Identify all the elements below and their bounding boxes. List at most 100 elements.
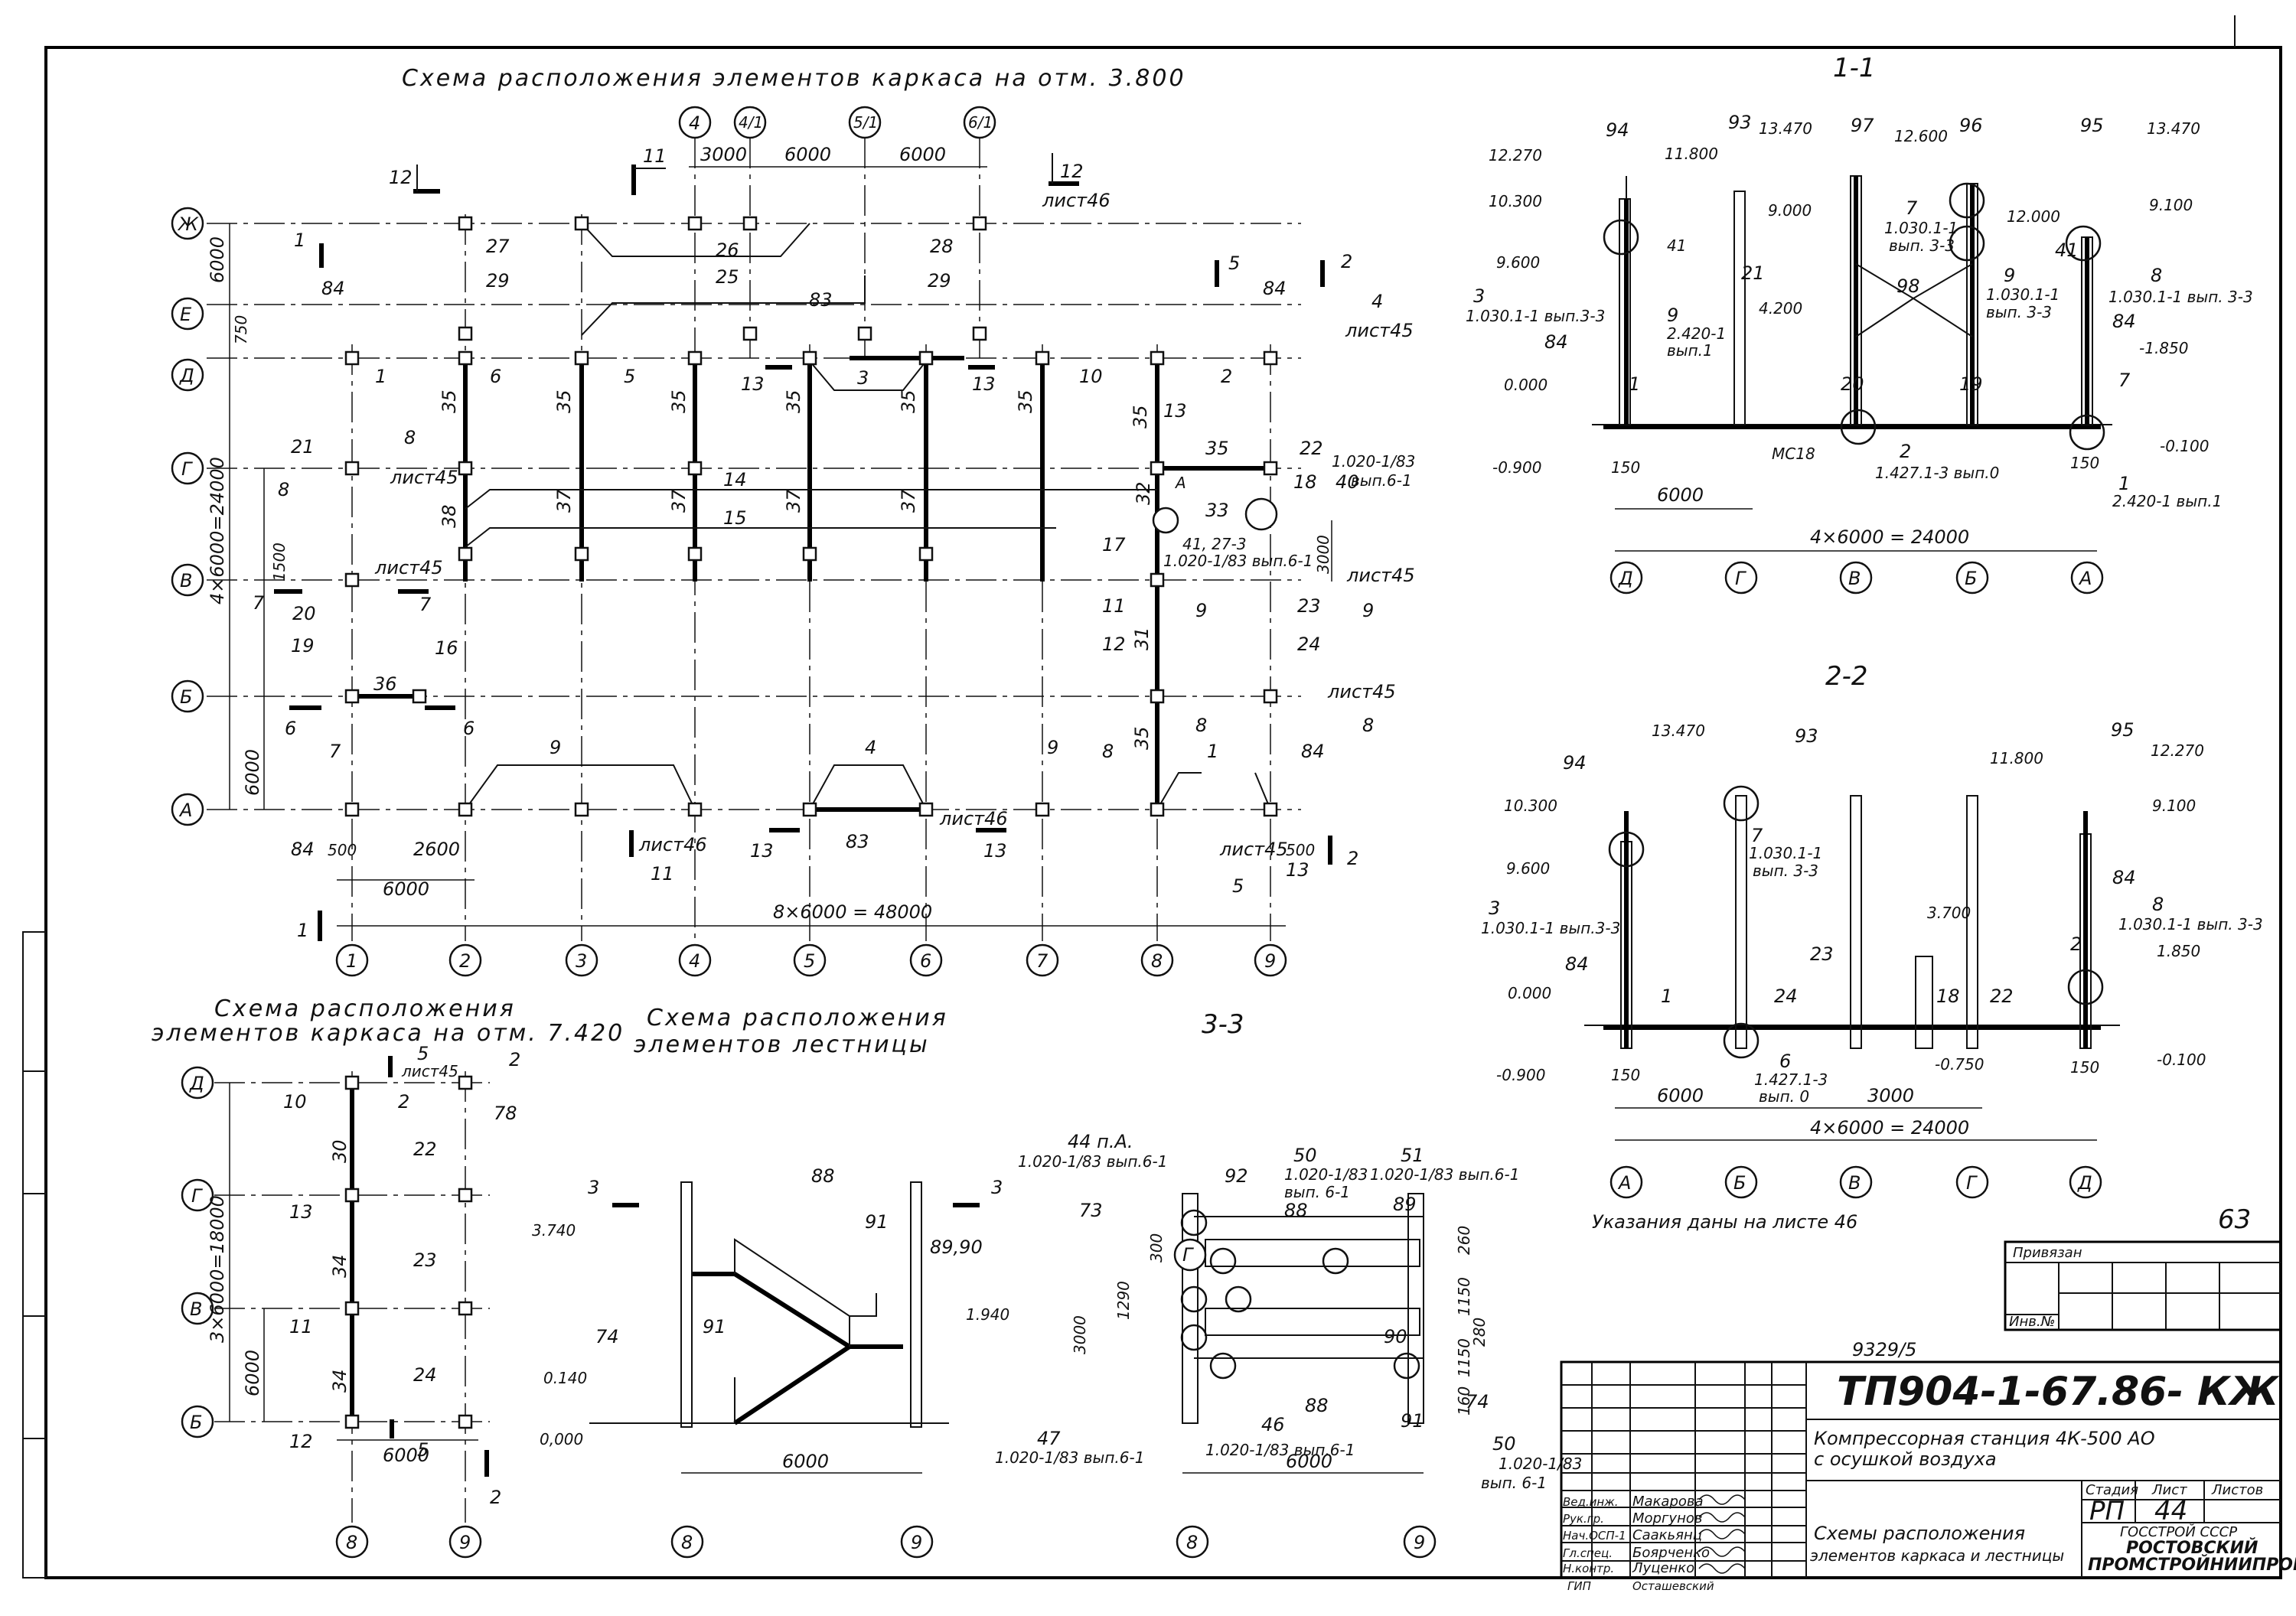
svg-text:41: 41: [1667, 236, 1686, 255]
svg-text:Г: Г: [1966, 1172, 1978, 1194]
svg-text:лист45: лист45: [1219, 839, 1288, 860]
svg-text:1: 1: [1629, 373, 1640, 395]
svg-text:94: 94: [1563, 752, 1587, 774]
svg-text:9: 9: [1414, 1532, 1425, 1553]
svg-text:1.020-1/83: 1.020-1/83: [1332, 452, 1415, 471]
svg-text:8: 8: [1151, 950, 1163, 972]
sheet-title-l2: элементов каркаса и лестницы: [1810, 1546, 2064, 1565]
svg-text:7: 7: [1906, 197, 1918, 219]
svg-text:элементов каркаса на отм. 7.42: элементов каркаса на отм. 7.420: [152, 1020, 625, 1047]
svg-text:21: 21: [291, 436, 315, 458]
svg-text:23: 23: [413, 1249, 437, 1271]
svg-text:Г: Г: [191, 1185, 203, 1207]
project-name-l1: Компрессорная станция 4К-500 АО: [1814, 1428, 2155, 1449]
svg-text:46: 46: [1261, 1414, 1285, 1435]
svg-text:16: 16: [435, 637, 458, 659]
svg-text:150: 150: [2070, 454, 2099, 472]
svg-text:6000: 6000: [1657, 1085, 1704, 1106]
svg-text:1.020-1/83: 1.020-1/83: [1499, 1455, 1582, 1473]
svg-text:14: 14: [723, 469, 747, 490]
svg-text:160: 160: [1455, 1386, 1473, 1416]
svg-text:3: 3: [1489, 898, 1500, 919]
svg-text:13.470: 13.470: [2147, 119, 2200, 138]
svg-text:3: 3: [576, 950, 587, 972]
svg-text:-1.850: -1.850: [2139, 339, 2188, 357]
svg-text:1.030.1-1 вып. 3-3: 1.030.1-1 вып. 3-3: [2118, 915, 2263, 933]
svg-text:35: 35: [898, 389, 919, 413]
svg-text:1.030.1-1: 1.030.1-1: [1749, 844, 1822, 862]
svg-text:Моргунов: Моргунов: [1632, 1510, 1702, 1526]
svg-text:11: 11: [1102, 595, 1126, 617]
svg-text:6000: 6000: [242, 749, 263, 796]
svg-text:35: 35: [1205, 438, 1229, 459]
svg-text:В: В: [1848, 1172, 1861, 1194]
page-mark: 63: [2218, 1204, 2251, 1235]
svg-text:33: 33: [1205, 500, 1229, 521]
svg-text:22: 22: [1990, 986, 2014, 1007]
svg-text:12: 12: [389, 167, 413, 188]
svg-text:1.030.1-1 вып.3-3: 1.030.1-1 вып.3-3: [1466, 307, 1605, 325]
svg-text:-0.100: -0.100: [2160, 437, 2209, 455]
svg-text:7: 7: [253, 592, 265, 614]
svg-text:Осташевский: Осташевский: [1632, 1579, 1714, 1593]
org-l3: ПРОМСТРОЙНИИПРОЕКТ: [2088, 1555, 2296, 1575]
svg-text:92: 92: [1225, 1165, 1248, 1187]
svg-text:3000: 3000: [1867, 1085, 1914, 1106]
svg-text:2600: 2600: [413, 839, 460, 860]
svg-text:6000: 6000: [383, 1445, 429, 1466]
svg-text:260: 260: [1455, 1226, 1473, 1255]
sheet-value: 44: [2154, 1496, 2187, 1526]
svg-text:3: 3: [588, 1177, 599, 1198]
svg-text:35: 35: [668, 389, 690, 413]
svg-text:лист45: лист45: [390, 467, 458, 488]
svg-text:8: 8: [278, 479, 289, 500]
svg-text:88: 88: [1284, 1200, 1308, 1221]
svg-text:лист45: лист45: [1346, 565, 1415, 586]
binding-strip: [22, 931, 47, 1579]
svg-text:1150: 1150: [1455, 1338, 1473, 1377]
svg-text:5/1: 5/1: [853, 113, 878, 132]
plan-y-axes: Ж Е Д Г В Б А: [171, 207, 204, 826]
main-plan: Схема расположения элементов каркаса на …: [171, 65, 1415, 977]
svg-text:74: 74: [1466, 1391, 1489, 1412]
svg-text:лист46: лист46: [1042, 190, 1110, 211]
svg-text:лист45: лист45: [401, 1062, 458, 1080]
svg-text:7: 7: [329, 741, 341, 762]
svg-text:9: 9: [550, 737, 561, 758]
svg-text:В: В: [190, 1298, 202, 1320]
plan-cut-marks: 12 11 12 лист46 5 2 4 лист45 1 8 8 лист4…: [253, 145, 1415, 941]
svg-text:1.030.1-1 вып.3-3: 1.030.1-1 вып.3-3: [1481, 919, 1620, 937]
svg-text:2: 2: [509, 1049, 520, 1070]
svg-text:7: 7: [419, 594, 432, 615]
svg-text:88: 88: [1305, 1395, 1329, 1416]
section-2-2-title: 2-2: [1825, 661, 1868, 692]
svg-text:Б: Б: [1965, 568, 1977, 589]
svg-text:3: 3: [991, 1177, 1003, 1198]
svg-text:23: 23: [1297, 595, 1321, 617]
svg-text:11.800: 11.800: [1990, 749, 2043, 767]
svg-text:95: 95: [2111, 719, 2135, 741]
section-2-2: 2-2 А Б В Г Д 6000 3000 4×6000 = 24000 9…: [1481, 661, 2263, 1199]
svg-text:300: 300: [1147, 1233, 1166, 1262]
plan-x-axes: 1 2 3 4 5 6 7 8 9 4 4/1 5/1 6/1: [335, 106, 1287, 977]
svg-text:В: В: [180, 570, 192, 591]
svg-text:10: 10: [283, 1091, 307, 1113]
svg-text:28: 28: [930, 236, 954, 257]
svg-text:3.740: 3.740: [532, 1221, 576, 1240]
svg-text:1150: 1150: [1455, 1277, 1473, 1316]
svg-text:5: 5: [1232, 875, 1244, 897]
svg-text:35: 35: [1015, 389, 1036, 413]
svg-text:12.600: 12.600: [1894, 127, 1948, 145]
svg-text:84: 84: [291, 839, 315, 860]
svg-text:91: 91: [1401, 1410, 1424, 1432]
svg-text:6000: 6000: [1657, 484, 1704, 506]
svg-text:12: 12: [289, 1431, 313, 1452]
svg-text:15: 15: [723, 507, 747, 529]
svg-text:1.020-1/83: 1.020-1/83: [1284, 1165, 1368, 1184]
title-block: Привязан Инв.№ 9329/5 ТП904-1-67.86- КЖ …: [1560, 1240, 2296, 1593]
svg-text:40: 40: [1336, 471, 1359, 493]
svg-text:Нач.ОСП-1: Нач.ОСП-1: [1563, 1529, 1626, 1543]
archive-number: 9329/5: [1852, 1339, 1916, 1360]
svg-text:1.020-1/83 вып.6-1: 1.020-1/83 вып.6-1: [1370, 1165, 1519, 1184]
svg-text:вып. 0: вып. 0: [1759, 1087, 1809, 1106]
